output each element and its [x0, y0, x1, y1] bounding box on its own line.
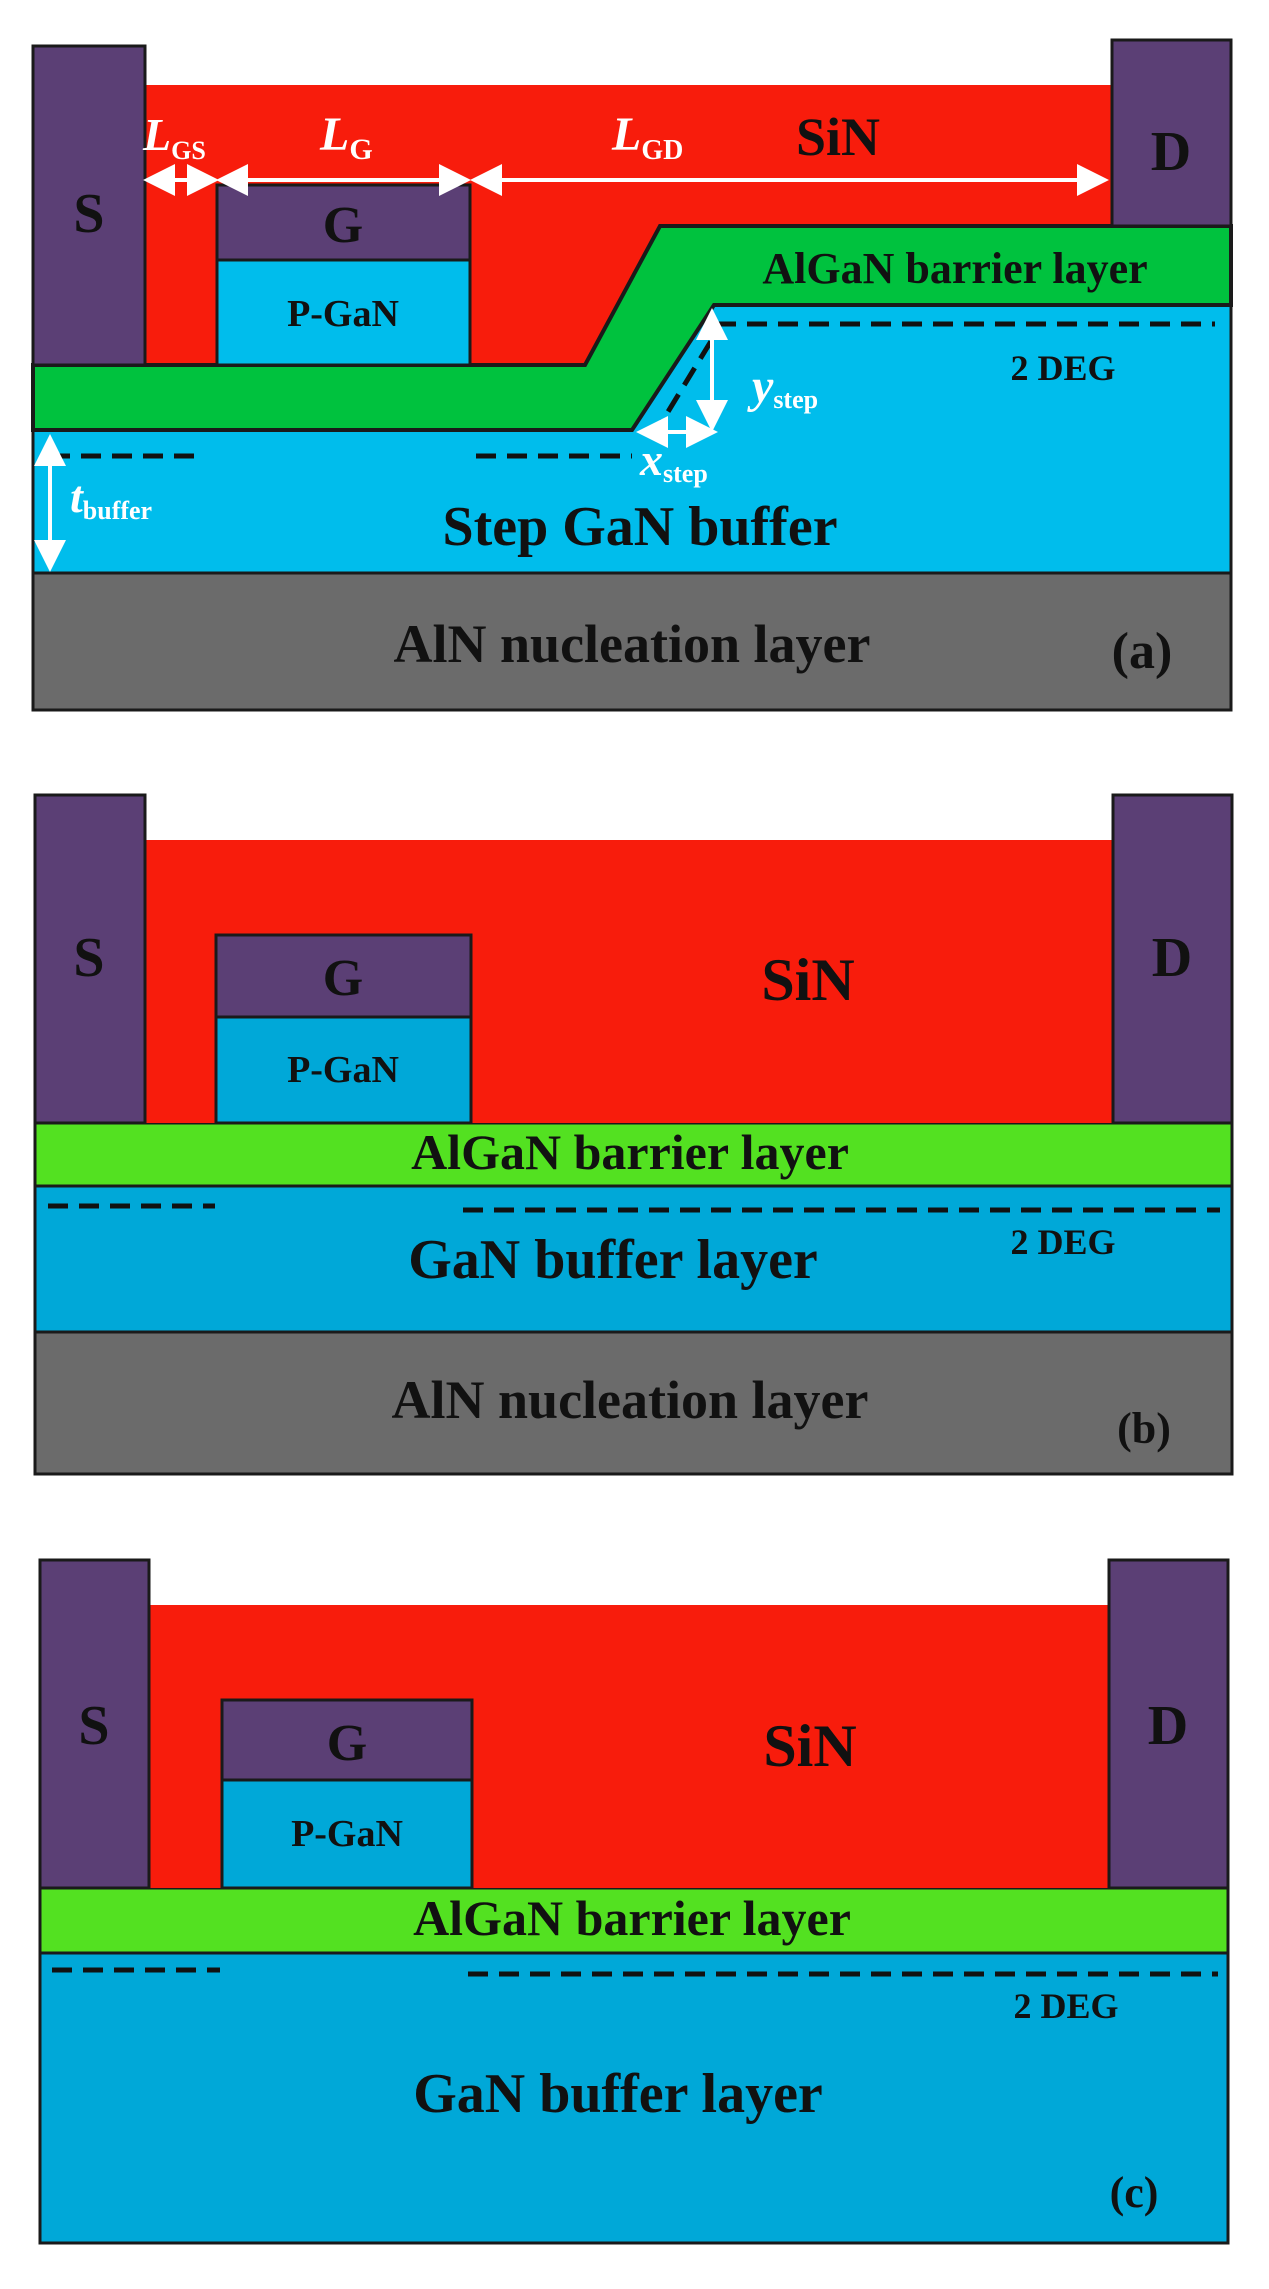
tbuffer-label: tbuffer [70, 471, 152, 525]
buffer-label: Step GaN buffer [442, 496, 837, 558]
ystep-label: ystep [747, 360, 818, 414]
panel-a: S D G P-GaN SiN AlGaN barrier layer 2 DE… [31, 38, 1233, 712]
gan-buffer-layer [38, 1951, 1230, 2245]
buffer-label: GaN buffer layer [408, 1229, 818, 1291]
panel-tag-c: (c) [1110, 2168, 1159, 2217]
gate-label: G [327, 1715, 367, 1772]
xstep-label: xstep [639, 434, 708, 488]
drain-contact [1111, 793, 1234, 1125]
drain-contact [1107, 1558, 1230, 1890]
algan-label: AlGaN barrier layer [413, 1890, 851, 1946]
twodeg-label: 2 DEG [1013, 1986, 1118, 2026]
p-gan-layer [215, 258, 472, 367]
nucleation-label: AlN nucleation layer [392, 1370, 869, 1430]
drain-label: D [1152, 927, 1192, 989]
drain-label: D [1148, 1695, 1188, 1757]
algan-label: AlGaN barrier layer [411, 1124, 849, 1180]
p-gan-layer [220, 1778, 474, 1890]
gate-metal [214, 933, 473, 1019]
gate-label: G [323, 197, 363, 254]
nucleation-label: AlN nucleation layer [394, 614, 871, 674]
drain-label: D [1151, 121, 1191, 183]
algan-barrier-layer [31, 224, 1233, 432]
aln-nucleation-layer [31, 571, 1233, 712]
algan-label: AlGaN barrier layer [762, 244, 1147, 293]
p-gan-layer [214, 1015, 473, 1125]
lgs-label: LGS [142, 109, 206, 165]
lgd-label: LGD [611, 108, 683, 166]
source-label: S [73, 183, 104, 245]
p-gan-label: P-GaN [291, 1813, 403, 1855]
source-label: S [78, 1695, 109, 1757]
source-contact [31, 44, 147, 367]
gate-metal [220, 1698, 474, 1782]
lg-label: LG [319, 108, 373, 166]
sin-label: SiN [796, 107, 880, 167]
source-contact [38, 1558, 151, 1890]
sin-label: SiN [763, 1713, 856, 1779]
algan-barrier-layer [33, 1121, 1234, 1188]
twodeg-label: 2 DEG [1010, 348, 1115, 388]
panel-tag-b: (b) [1117, 1404, 1171, 1453]
panel-tag-a: (a) [1112, 623, 1173, 680]
panel-c: S D G P-GaN SiN AlGaN barrier layer 2 DE… [38, 1558, 1230, 2245]
p-gan-label: P-GaN [287, 1049, 399, 1091]
twodeg-label: 2 DEG [1010, 1222, 1115, 1262]
source-contact [33, 793, 147, 1125]
gate-label: G [323, 950, 363, 1007]
panel-b: S D G P-GaN SiN AlGaN barrier layer 2 DE… [33, 793, 1234, 1476]
aln-nucleation-layer [33, 1330, 1234, 1476]
p-gan-label: P-GaN [287, 293, 399, 335]
buffer-label: GaN buffer layer [413, 2063, 823, 2125]
source-label: S [73, 927, 104, 989]
sin-label: SiN [761, 947, 854, 1013]
drain-contact [1110, 38, 1233, 228]
